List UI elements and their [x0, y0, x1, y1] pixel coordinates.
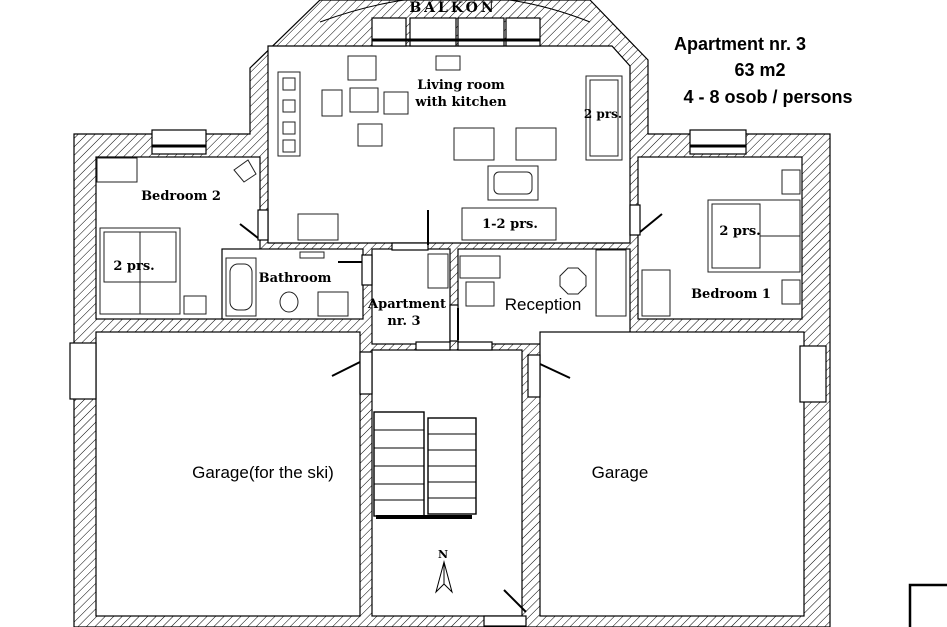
header-area: 63 m2: [734, 60, 785, 80]
living-room-label-1: Living room: [417, 78, 505, 93]
bedroom2-bed-capacity: 2 prs.: [113, 259, 154, 274]
reception-furniture: [427, 249, 627, 317]
living-room: [267, 45, 631, 244]
garage-label: Garage: [592, 463, 649, 482]
north-arrow: [435, 560, 453, 594]
apartment-label-2: nr. 3: [387, 314, 420, 329]
bathroom-label: Bathroom: [259, 271, 332, 286]
windows: [69, 17, 827, 627]
header-capacity: 4 - 8 osob / persons: [683, 87, 852, 107]
bedroom1-bed-capacity: 2 prs.: [719, 224, 760, 239]
bedroom1-furniture: [641, 169, 801, 317]
apartment-label-1: Apartment: [367, 297, 446, 312]
garage: [539, 331, 805, 617]
living-room-label-2: with kitchen: [414, 95, 507, 110]
living-furniture: [277, 55, 623, 241]
garage-ski: [95, 331, 361, 617]
balkon-label: BALKON: [409, 0, 496, 16]
bathroom-furniture: [225, 251, 349, 317]
garage-ski-label: Garage(for the ski): [192, 463, 334, 482]
reception-label: Reception: [505, 295, 582, 314]
bedroom2-label: Bedroom 2: [141, 189, 221, 204]
living-sofa-capacity: 2 prs.: [584, 107, 622, 121]
north-label: N: [438, 548, 448, 561]
bedroom2-furniture: [96, 157, 257, 315]
header-title: Apartment nr. 3: [674, 34, 806, 54]
living-table-capacity: 1-2 prs.: [482, 217, 538, 232]
doors: [239, 210, 663, 613]
stairs: [373, 411, 477, 519]
bedroom1-label: Bedroom 1: [691, 287, 771, 302]
